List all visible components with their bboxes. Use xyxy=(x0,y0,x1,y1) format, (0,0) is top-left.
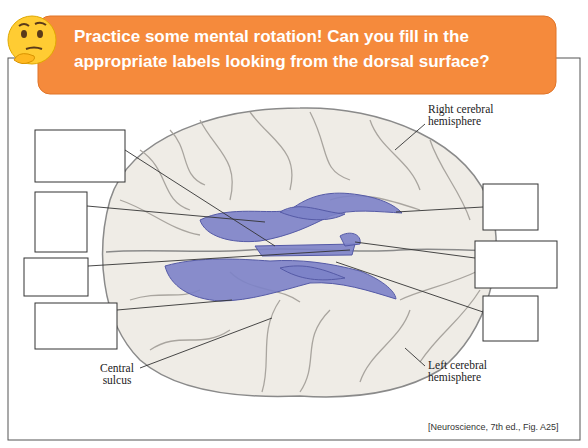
leader-line xyxy=(405,348,425,366)
leader-line xyxy=(355,242,475,258)
emoji-face xyxy=(8,16,56,64)
ventricle-part xyxy=(340,233,360,246)
sulcus-line xyxy=(150,330,230,350)
sulcus-line xyxy=(250,112,292,190)
blank-label-box xyxy=(24,258,88,296)
emoji-mouth xyxy=(26,48,42,50)
sulcus-line xyxy=(200,120,232,200)
leader-line xyxy=(87,206,265,222)
blank-label-box xyxy=(483,296,538,341)
sulcus-line xyxy=(400,270,480,300)
emoji-eye xyxy=(21,30,27,38)
part-label: Central sulcus xyxy=(86,362,148,386)
leader-line xyxy=(396,207,483,212)
title-text: Practice some mental rotation! Can you f… xyxy=(74,24,544,74)
ventricle-horn xyxy=(280,207,345,220)
sulcus-line xyxy=(262,300,280,392)
source-citation: [Neuroscience, 7th ed., Fig. A25] xyxy=(428,421,559,433)
leader-line xyxy=(88,250,350,266)
title-banner xyxy=(38,16,556,94)
sulcus-line xyxy=(310,112,350,180)
emoji-brow xyxy=(35,23,46,25)
thinking-emoji xyxy=(8,16,56,64)
part-label: Right cerebral hemisphere xyxy=(428,103,518,127)
gyri xyxy=(120,112,480,392)
sulcus-line xyxy=(300,310,330,392)
blank-label-box xyxy=(35,303,117,349)
emoji-brow xyxy=(19,24,29,26)
emoji-eye xyxy=(37,30,43,38)
leader-line xyxy=(140,318,272,368)
blank-label-boxes xyxy=(24,130,557,349)
sulcus-line xyxy=(170,130,205,185)
ventricle-horn xyxy=(280,266,345,280)
sulcus-line xyxy=(120,200,200,235)
leader-line xyxy=(117,300,232,310)
blank-label-box xyxy=(475,241,557,288)
leader-lines xyxy=(87,124,483,368)
ventricles xyxy=(165,193,402,301)
slide-frame xyxy=(8,58,580,440)
blank-label-box xyxy=(483,184,538,230)
leader-line xyxy=(336,262,483,312)
sulcus-line xyxy=(140,150,190,210)
third-ventricle xyxy=(255,244,355,256)
blank-label-box xyxy=(35,192,87,252)
lateral-ventricle xyxy=(165,259,396,301)
blank-label-box xyxy=(35,130,125,182)
part-label: Left cerebral hemisphere xyxy=(428,359,518,383)
brain-outline xyxy=(103,108,496,397)
emoji-hand xyxy=(14,54,35,64)
sulcus-line xyxy=(370,120,420,190)
sulcus-line xyxy=(360,310,410,382)
leader-line xyxy=(125,150,275,246)
leader-line xyxy=(395,124,425,150)
